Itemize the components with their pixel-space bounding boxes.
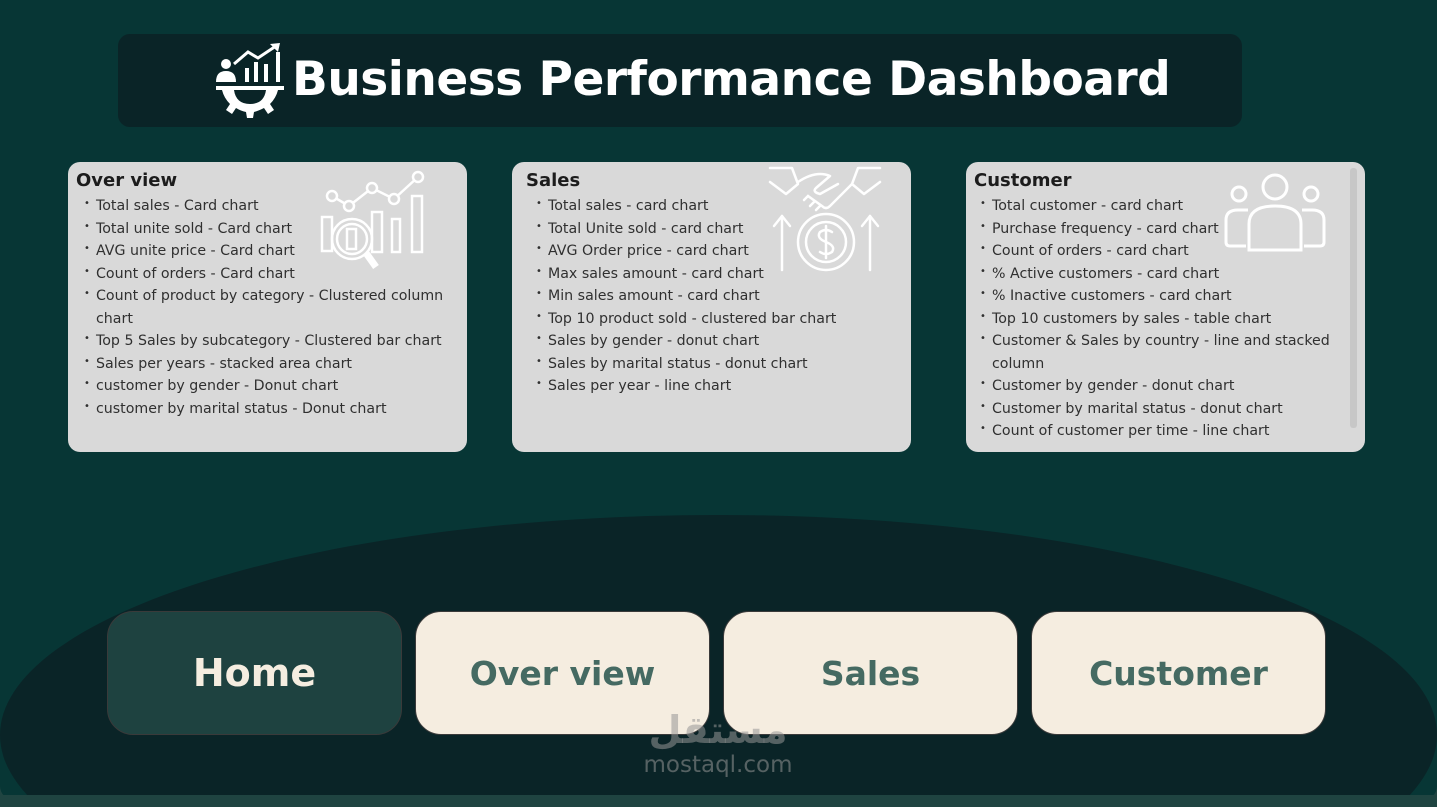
list-item: Top 10 product sold - clustered bar char…: [536, 306, 836, 331]
list-item: % Inactive customers - card chart: [980, 283, 1342, 308]
list-item: Total sales - card chart: [536, 193, 836, 218]
card-title: Sales: [526, 170, 581, 191]
list-item: Count of product by category - Clustered…: [84, 283, 459, 330]
overview-card: Over view Total sales - Card chart: [68, 162, 467, 452]
list-item: Top 10 customers by sales - table chart: [980, 306, 1342, 331]
list-item: % Active customers - card chart: [980, 261, 1342, 286]
list-item: Customer by marital status - donut chart: [980, 396, 1342, 421]
list-item: Total unite sold - Card chart: [84, 216, 459, 241]
customer-items-list: Total customer - card chart Purchase fre…: [980, 193, 1342, 443]
list-item: Sales per years - stacked area chart: [84, 351, 459, 376]
list-item: Max sales amount - card chart: [536, 261, 836, 286]
sales-items-list: Total sales - card chart Total Unite sol…: [536, 193, 836, 398]
list-item: Total Unite sold - card chart: [536, 216, 836, 241]
card-title: Over view: [76, 170, 178, 191]
card-title: Customer: [974, 170, 1072, 191]
list-item: customer by marital status - Donut chart: [84, 396, 459, 421]
list-item: Purchase frequency - card chart: [980, 216, 1342, 241]
overview-button[interactable]: Over view: [415, 611, 710, 735]
list-item: Top 5 Sales by subcategory - Clustered b…: [84, 328, 459, 353]
list-item: AVG unite price - Card chart: [84, 238, 459, 263]
sales-card: Sales Total sales - card chart Total Uni…: [512, 162, 911, 452]
list-item: Sales by gender - donut chart: [536, 328, 836, 353]
customer-card: Customer Total customer - card chart Pur…: [966, 162, 1365, 452]
list-item: Count of customer per time - line chart: [980, 418, 1342, 443]
list-item: Count of orders - card chart: [980, 238, 1342, 263]
bottom-strip: [0, 795, 1437, 807]
scrollbar[interactable]: [1350, 168, 1357, 428]
overview-items-list: Total sales - Card chart Total unite sol…: [84, 193, 459, 421]
customer-button[interactable]: Customer: [1031, 611, 1326, 735]
list-item: customer by gender - Donut chart: [84, 373, 459, 398]
page-title: Business Performance Dashboard: [292, 52, 1171, 107]
list-item: Total customer - card chart: [980, 193, 1342, 218]
title-banner: [118, 34, 1242, 127]
list-item: Sales by marital status - donut chart: [536, 351, 836, 376]
list-item: AVG Order price - card chart: [536, 238, 836, 263]
sales-button[interactable]: Sales: [723, 611, 1018, 735]
list-item: Count of orders - Card chart: [84, 261, 459, 286]
list-item: Customer & Sales by country - line and s…: [980, 328, 1342, 375]
list-item: Customer by gender - donut chart: [980, 373, 1342, 398]
list-item: Total sales - Card chart: [84, 193, 459, 218]
business-growth-gear-icon: [216, 43, 284, 118]
list-item: Sales per year - line chart: [536, 373, 836, 398]
home-button[interactable]: Home: [107, 611, 402, 735]
list-item: Min sales amount - card chart: [536, 283, 836, 308]
